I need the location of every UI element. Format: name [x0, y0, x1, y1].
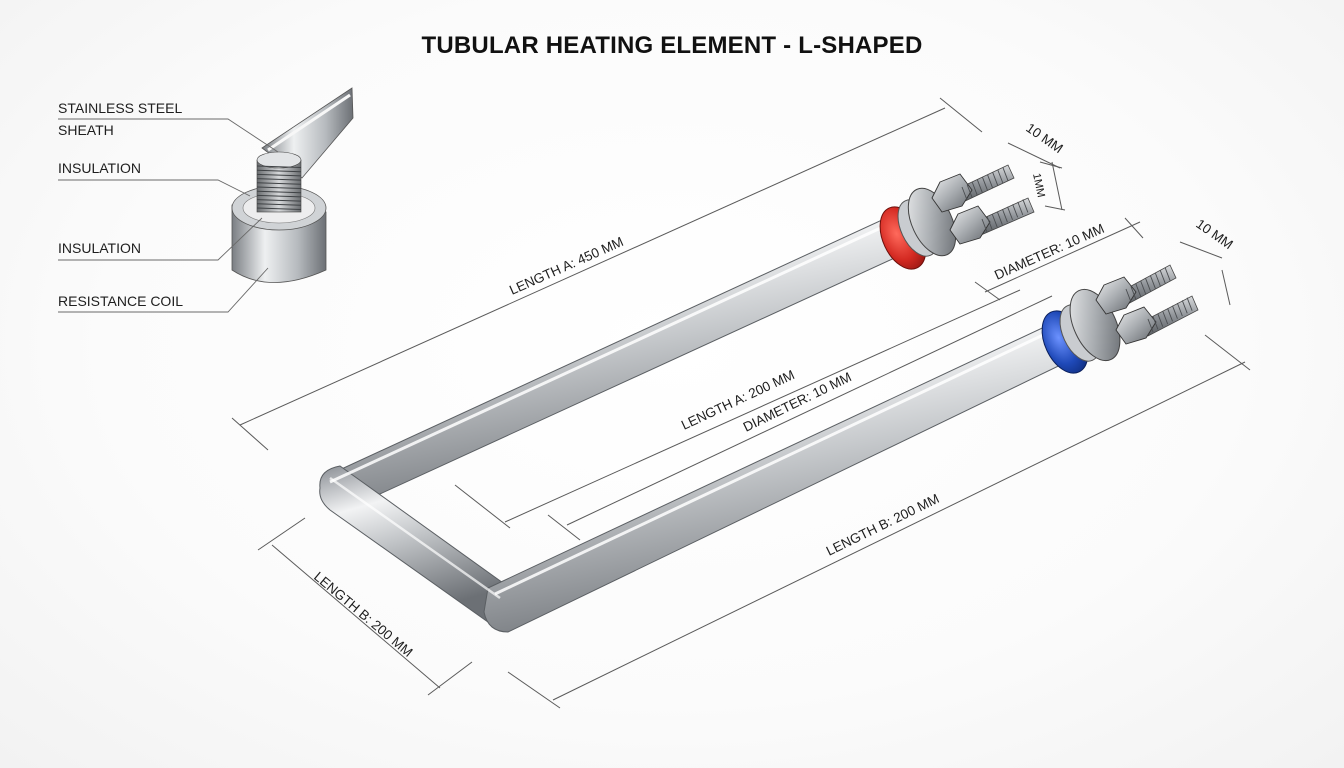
thread-line — [256, 178, 302, 181]
tube-leg-a-front — [483, 321, 1076, 633]
thread-line — [1162, 310, 1169, 325]
thread-line — [256, 186, 302, 189]
thread-line — [1154, 272, 1161, 287]
dim-length-b-front: LENGTH B: 200 MM — [824, 491, 942, 559]
thread-line — [256, 203, 302, 206]
dim-length-b-left: LENGTH B: 200 MM — [311, 569, 415, 660]
thread-line — [1172, 305, 1178, 319]
thread-line — [1150, 275, 1156, 289]
thread-line — [976, 179, 983, 193]
callout-insulation-upper: INSULATION — [58, 160, 141, 176]
thread-line — [1152, 316, 1159, 330]
thread-line — [1125, 288, 1132, 303]
thread-line — [986, 216, 993, 230]
thread-line — [1145, 278, 1151, 292]
callout-insulation-lower: INSULATION — [58, 240, 141, 256]
thread-line — [961, 186, 968, 201]
diagram-title: TUBULAR HEATING ELEMENT - L-SHAPED — [421, 32, 923, 59]
thread-line — [256, 199, 302, 202]
thread-line — [1157, 313, 1164, 327]
thread-line — [991, 213, 998, 228]
thread-line — [971, 181, 978, 196]
resistance-coil-icon — [256, 151, 302, 213]
thread-line — [256, 190, 302, 194]
thread-line — [1135, 283, 1142, 297]
thread-line — [987, 174, 993, 188]
thread-line — [996, 211, 1003, 225]
thread-line — [1167, 308, 1173, 322]
lower-terminal-threads — [1125, 267, 1193, 333]
cross-section-inset — [231, 87, 354, 283]
thread-line — [1002, 209, 1008, 223]
thread-line — [1147, 318, 1154, 333]
thread-line — [1164, 267, 1171, 281]
thread-line — [1159, 270, 1166, 284]
coil-windings — [256, 165, 302, 210]
thread-line — [1012, 204, 1019, 218]
thread-line — [1022, 199, 1029, 213]
lower-terminal-bolt-top — [1095, 264, 1177, 315]
thread-line — [981, 218, 988, 233]
thread-line — [256, 165, 302, 168]
upper-terminal-threads — [961, 167, 1029, 233]
heating-element-tube — [319, 213, 1076, 633]
callout-leaders — [58, 118, 279, 313]
thread-line — [1181, 300, 1188, 314]
thread-line — [966, 184, 973, 198]
thread-line — [1130, 286, 1137, 300]
dim-terminal-right-10mm: 10 MM — [1193, 216, 1235, 252]
dimension-lines — [231, 97, 1251, 709]
lower-terminal — [1041, 264, 1199, 374]
dim-terminal-top-10mm: 10 MM — [1023, 120, 1065, 156]
dim-length-a-inner: LENGTH A: 200 MM — [679, 367, 797, 433]
thread-line — [256, 173, 302, 177]
thread-line — [982, 177, 988, 191]
callout-resistance-coil: RESISTANCE COIL — [58, 293, 183, 309]
thread-line — [1176, 302, 1183, 317]
upper-terminal-bolt-top — [931, 164, 1015, 213]
thread-line — [256, 207, 302, 210]
dim-terminal-top-small: 1MM — [1030, 172, 1047, 198]
thread-line — [256, 182, 302, 185]
upper-terminal-bolt-bottom — [949, 197, 1035, 245]
thread-line — [1002, 167, 1009, 181]
thread-line — [1140, 280, 1147, 295]
thread-line — [1017, 201, 1024, 216]
upper-terminal — [879, 164, 1035, 270]
thread-line — [1007, 206, 1013, 220]
thread-line — [997, 169, 1004, 184]
thread-line — [992, 172, 999, 186]
callout-sheath-line2: SHEATH — [58, 122, 114, 138]
thread-line — [256, 169, 302, 173]
callout-sheath-line1: STAINLESS STEEL — [58, 100, 182, 116]
dim-length-a-outer: LENGTH A: 450 MM — [507, 234, 626, 298]
dim-diameter-upper: DIAMETER: 10 MM — [992, 221, 1106, 283]
thread-line — [1186, 297, 1193, 311]
thread-line — [256, 194, 302, 198]
